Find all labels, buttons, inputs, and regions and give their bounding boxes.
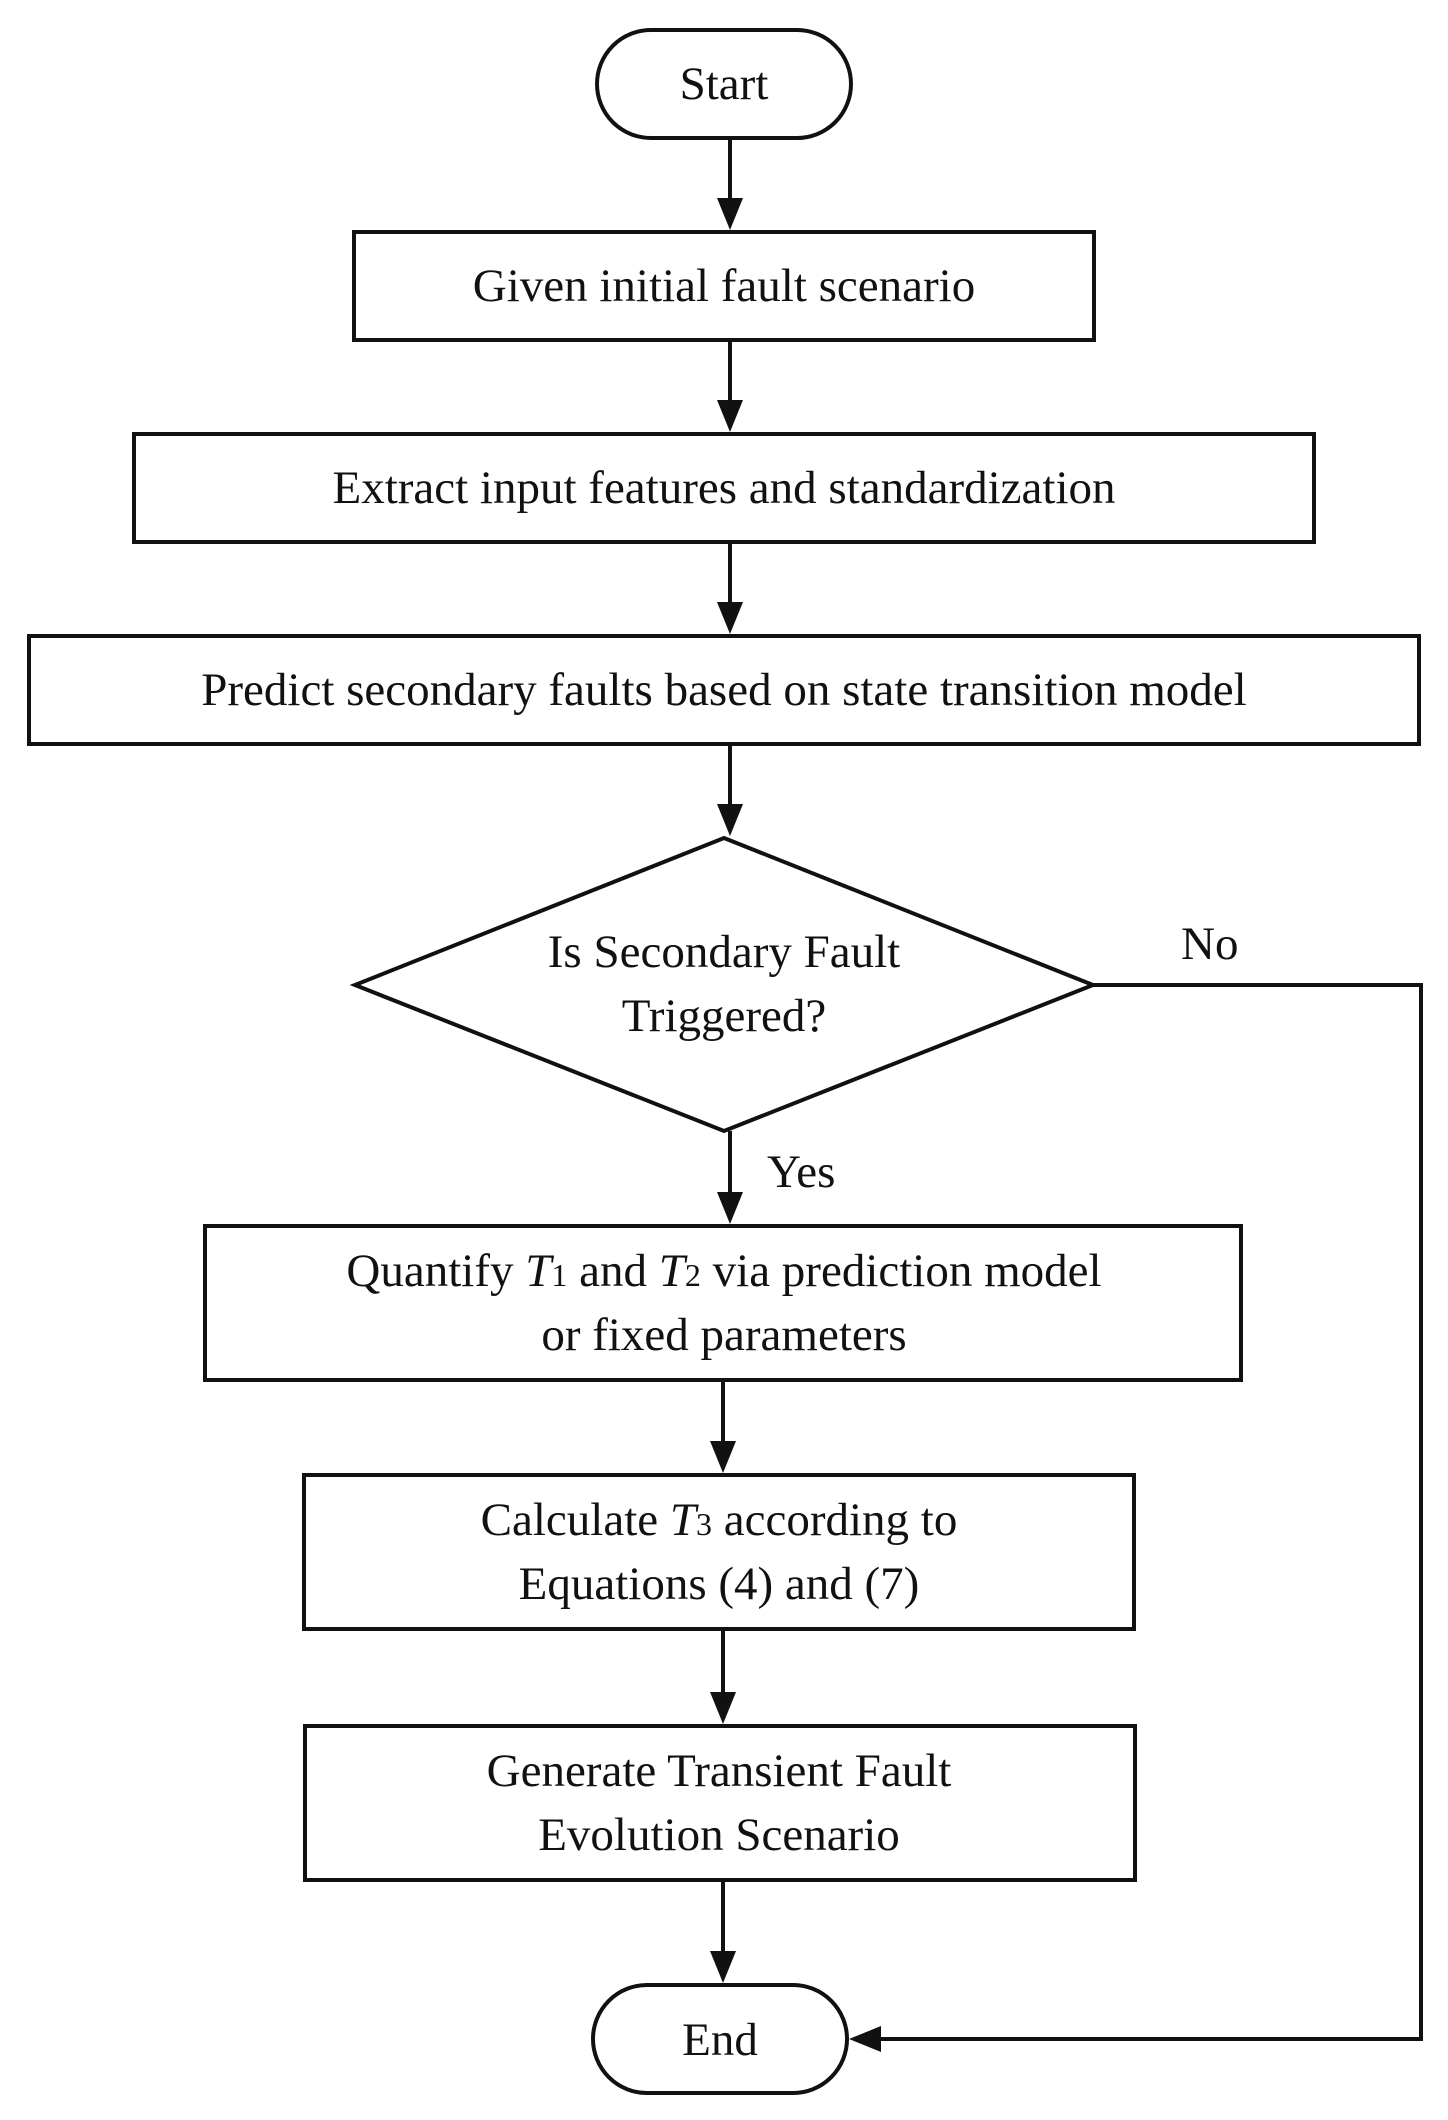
edge-given-to-extract: [717, 340, 743, 432]
generate-scenario-node: Generate Transient Fault Evolution Scena…: [303, 1724, 1137, 1882]
decision-label-line1: Is Secondary Fault: [548, 926, 900, 978]
given-fault-scenario-node: Given initial fault scenario: [352, 230, 1096, 342]
arrowhead: [717, 198, 743, 230]
arrowhead: [717, 1192, 743, 1224]
extract-features-node: Extract input features and standardizati…: [132, 432, 1316, 544]
generate-label-line2: Evolution Scenario: [538, 1809, 900, 1861]
start-label: Start: [680, 58, 769, 110]
calculate-label-line2: Equations (4) and (7): [519, 1558, 920, 1610]
arrowhead: [710, 1692, 736, 1724]
arrowhead: [717, 602, 743, 634]
given-fault-scenario-label: Given initial fault scenario: [473, 260, 975, 312]
quantify-label-line1: Quantify T1 and T2 via prediction model: [346, 1245, 1101, 1297]
edge-decision-no-to-end: [849, 983, 1423, 2052]
edge-extract-to-predict: [717, 542, 743, 634]
predict-secondary-faults-label: Predict secondary faults based on state …: [201, 664, 1246, 716]
arrowhead: [710, 1441, 736, 1473]
decision-label-line2: Triggered?: [622, 990, 827, 1042]
edge-decision-yes-to-quantify: [717, 1131, 743, 1224]
calculate-t3-node: Calculate T3 according to Equations (4) …: [302, 1473, 1136, 1631]
secondary-fault-decision-node: Is Secondary Fault Triggered?: [349, 835, 1099, 1134]
edge-start-to-given: [717, 138, 743, 230]
edge-quantify-to-calculate: [710, 1380, 736, 1473]
yes-edge-label: Yes: [767, 1146, 835, 1198]
edge-generate-to-end: [710, 1880, 736, 1983]
end-label: End: [682, 2014, 758, 2066]
quantify-t1-t2-node: Quantify T1 and T2 via prediction model …: [203, 1224, 1243, 1382]
arrowhead: [849, 2026, 881, 2052]
predict-secondary-faults-node: Predict secondary faults based on state …: [27, 634, 1421, 746]
start-node: Start: [595, 28, 853, 140]
arrowhead: [717, 804, 743, 836]
calculate-label-line1: Calculate T3 according to: [481, 1494, 958, 1546]
quantify-label-line2: or fixed parameters: [541, 1309, 906, 1361]
no-edge-label: No: [1181, 918, 1238, 970]
edge-predict-to-decision: [717, 744, 743, 836]
extract-features-label: Extract input features and standardizati…: [332, 462, 1115, 514]
arrowhead: [717, 400, 743, 432]
generate-label-line1: Generate Transient Fault: [487, 1745, 952, 1797]
arrowhead: [710, 1951, 736, 1983]
edge-calculate-to-generate: [710, 1629, 736, 1724]
end-node: End: [591, 1983, 849, 2095]
